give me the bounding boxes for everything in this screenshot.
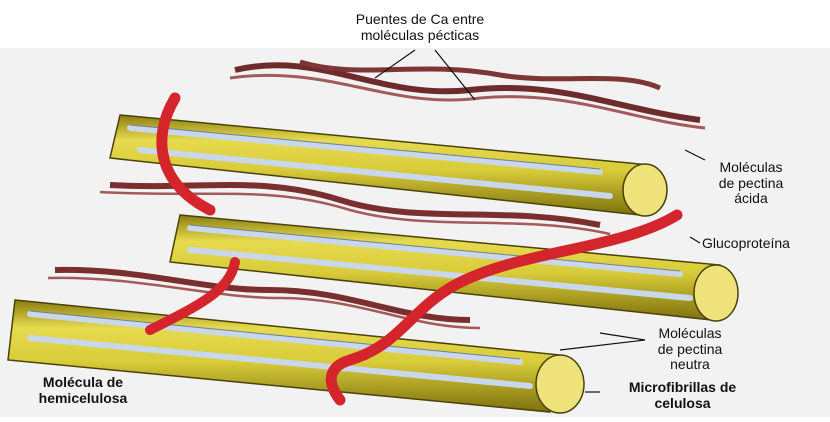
label-glycoprotein: Glucoproteína	[702, 236, 827, 252]
label-neutral-pectin: Moléculas de pectina neutra	[620, 326, 760, 373]
label-acidic-pectin: Moléculas de pectina ácida	[696, 160, 806, 207]
label-calcium-bridges: Puentes de Ca entre moléculas pécticas	[300, 12, 540, 43]
microfibril-end	[536, 355, 584, 413]
label-hemicellulose: Molécula de hemicelulosa	[8, 375, 158, 406]
microfibril-end	[623, 164, 667, 216]
label-cellulose-microfibrils: Microfibrillas de celulosa	[590, 380, 775, 411]
microfibril-end	[694, 265, 738, 321]
